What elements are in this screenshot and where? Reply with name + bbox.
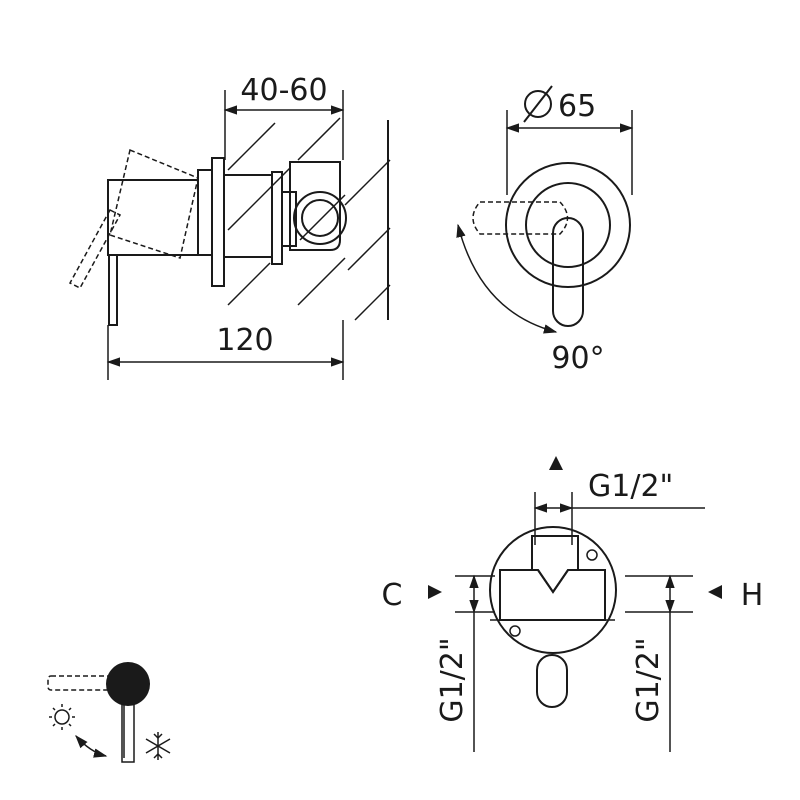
mixer-block: [499, 569, 606, 621]
right-thread-label: G1/2": [631, 637, 666, 722]
screw-bottom: [509, 625, 521, 637]
valve-body-circle: [489, 526, 617, 654]
front-view: 65 90°: [456, 85, 634, 376]
escutcheon-outer: [505, 162, 631, 288]
length-dimension: 120: [106, 320, 345, 380]
rotation-arc: [456, 223, 558, 334]
depth-label: 40-60: [240, 73, 327, 108]
legend-knob: [106, 662, 150, 706]
screw-top: [586, 549, 598, 561]
rotation-label: 90°: [551, 341, 604, 376]
temperature-legend: [47, 662, 171, 763]
diameter-label: 65: [558, 89, 596, 124]
handle-vertical: [552, 217, 584, 327]
snowflake-cold-icon: [145, 732, 171, 760]
escutcheon-inner: [525, 182, 611, 268]
valve-body-side: [197, 157, 347, 287]
left-thread-label: G1/2": [435, 637, 470, 722]
two-way-arrow-icon: [75, 734, 108, 758]
handle-rotated-dashed: [68, 148, 199, 289]
cold-label: C: [382, 578, 403, 613]
side-view: 40-60 120: [68, 73, 391, 380]
sun-hot-icon: [49, 704, 75, 730]
top-arrow: [549, 456, 563, 470]
hot-label: H: [741, 578, 764, 613]
top-thread-label: G1/2": [588, 469, 673, 504]
legend-lever: [121, 699, 135, 763]
lever-handle: [536, 654, 568, 708]
cold-arrow: [428, 585, 442, 599]
length-label: 120: [216, 323, 273, 358]
legend-dashed-handle: [47, 675, 111, 691]
depth-dimension: 40-60: [223, 73, 345, 160]
handle-solid: [107, 179, 199, 326]
outlet-port: [531, 535, 579, 594]
wall-hatching: [227, 117, 391, 321]
connection-view: G1/2" C G1/2" H G1/2": [382, 456, 764, 752]
diameter-dimension: 65: [523, 85, 596, 124]
hot-arrow: [708, 585, 722, 599]
handle-horizontal-dashed: [472, 201, 569, 235]
